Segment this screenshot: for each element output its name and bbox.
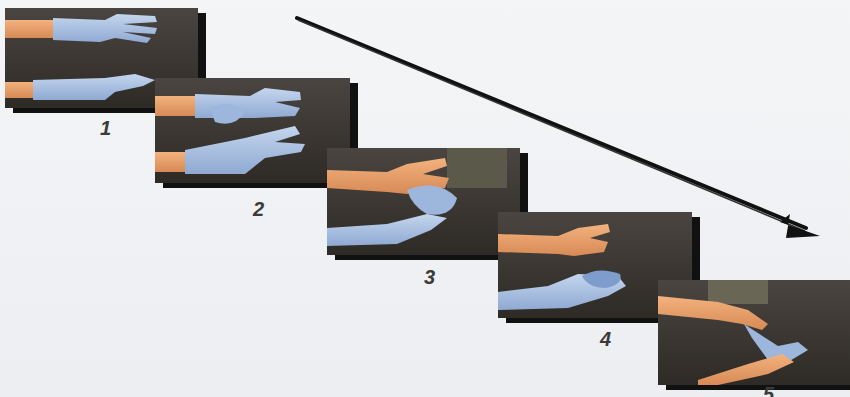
balled-glove xyxy=(582,270,621,288)
gloved-hand xyxy=(185,126,305,174)
photo-panel xyxy=(658,280,850,390)
step-number: 4 xyxy=(600,329,611,349)
arm xyxy=(155,152,185,172)
step-number: 2 xyxy=(253,199,264,219)
bare-hand xyxy=(698,354,794,385)
gloved-hand xyxy=(195,88,301,118)
photo-panel xyxy=(327,148,528,260)
step-number: 1 xyxy=(100,118,111,138)
removed-glove xyxy=(407,186,457,215)
door xyxy=(447,148,507,188)
pinched-glove xyxy=(210,104,245,124)
photo-background xyxy=(155,78,350,183)
door xyxy=(708,280,768,304)
arm xyxy=(5,20,53,38)
bare-hand xyxy=(498,224,610,256)
gloved-hand xyxy=(33,74,155,100)
arrow-head xyxy=(780,214,820,238)
bare-hand xyxy=(658,296,768,330)
photo-background xyxy=(327,148,520,255)
step-number: 5 xyxy=(763,384,774,397)
gloved-hand xyxy=(327,214,447,246)
arm xyxy=(5,82,33,98)
photo-background xyxy=(658,280,850,385)
step-number: 3 xyxy=(424,267,435,287)
gloved-hand xyxy=(53,14,157,43)
arm xyxy=(155,96,195,116)
